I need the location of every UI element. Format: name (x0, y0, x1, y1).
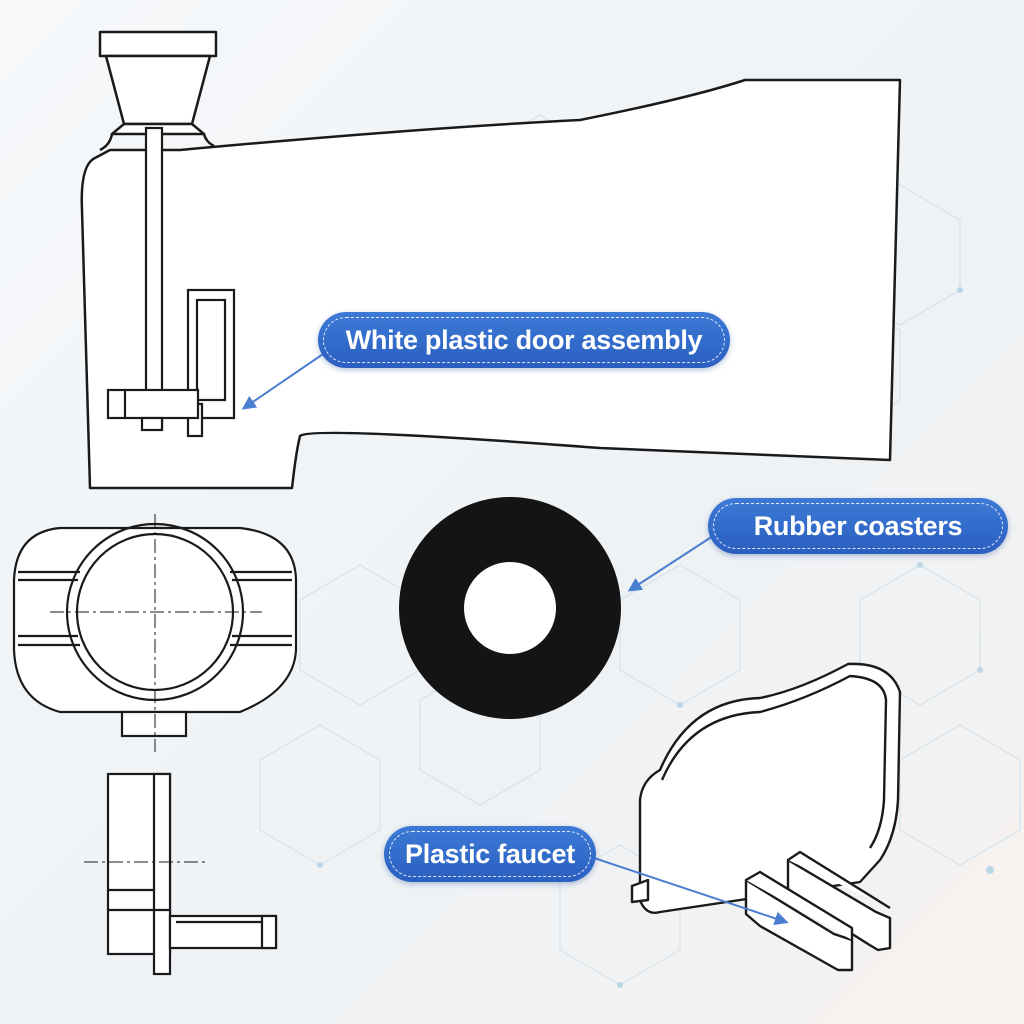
label-door-assembly: White plastic door assembly (318, 312, 730, 368)
arrow-icon (593, 857, 789, 926)
label-rubber-coasters: Rubber coasters (708, 498, 1008, 554)
plastic-faucet-3d (630, 662, 902, 972)
rubber-coaster (399, 497, 621, 719)
label-plastic-faucet: Plastic faucet (384, 826, 596, 882)
part-side-view (106, 772, 278, 976)
arrow-icon (627, 533, 717, 592)
centerline-front-view (50, 514, 262, 752)
spout-side-view (80, 78, 902, 490)
door-assembly-part (106, 126, 236, 438)
diverter-knob (98, 30, 218, 152)
arrow-icon (241, 351, 327, 410)
part-front-view (12, 522, 298, 738)
